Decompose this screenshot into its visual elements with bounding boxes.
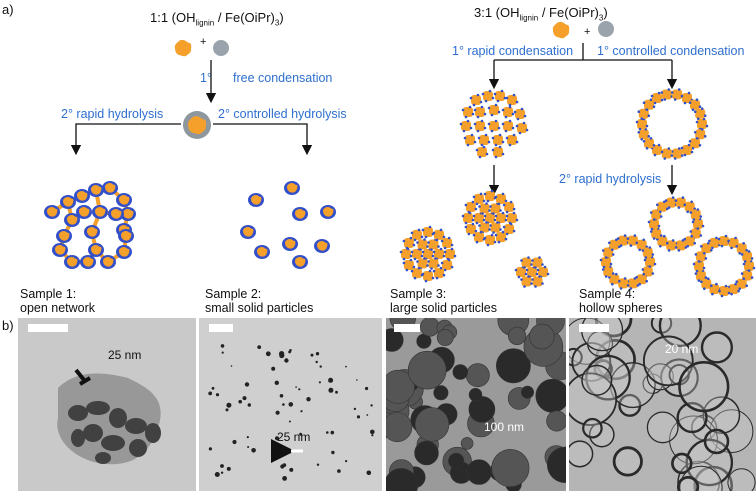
scale-bar (579, 324, 609, 332)
right-step2-rapid: 2° rapid hydrolysis (559, 172, 662, 186)
sample-2-caption: Sample 2:small solid particles (205, 287, 314, 315)
right-step1-controlled: 1° controlled condensation (597, 44, 745, 58)
scale-bar (28, 324, 68, 332)
iron-precursor-icon (213, 40, 229, 56)
scale-bar (394, 324, 420, 332)
lignin-blob-icon (174, 40, 192, 57)
sample-3-caption: Sample 3:large solid particles (390, 287, 497, 315)
scheme-drawing (44, 21, 756, 298)
panel-label-b: b) (2, 318, 14, 333)
iron-precursor-icon-right (598, 21, 614, 37)
right-step1-rapid: 1° rapid condensation (452, 44, 574, 58)
shell-subunit (660, 147, 674, 160)
left-plus: + (200, 36, 207, 48)
hollow-spheres-drawing (599, 196, 756, 298)
tem-label-4: 20 nm (665, 342, 699, 356)
left-step1-num: 1° (200, 71, 212, 85)
left-step1-label: free condensation (233, 71, 333, 85)
small-particles-drawing (240, 181, 336, 269)
right-ratio-label: 3:1 (OHlignin / Fe(OiPr)3) (474, 5, 608, 23)
right-plus: + (584, 26, 591, 38)
sample-4-caption: Sample 4:hollow spheres (579, 287, 663, 315)
open-network-nodes (44, 181, 136, 269)
tem-image-sample-3: 100 nm (386, 318, 566, 491)
large-solid-particles-drawing (399, 189, 550, 288)
left-step2-rapid: 2° rapid hydrolysis (61, 107, 164, 121)
tem-label-1: 25 nm (108, 348, 142, 362)
lignin-blob-icon-right (552, 22, 570, 39)
sample-1-caption: Sample 1:open network (20, 287, 96, 315)
tem-image-sample-4: 20 nm (569, 318, 756, 491)
left-step2-controlled: 2° controlled hydrolysis (218, 107, 347, 121)
tem-label-3: 100 nm (484, 420, 525, 434)
shell-subunit (670, 88, 684, 101)
tem-image-sample-1: 25 nm (18, 318, 196, 491)
hollow-ring-drawing (635, 88, 709, 160)
scale-bar (209, 324, 233, 332)
tem-image-sample-2: 25 nm (199, 318, 382, 491)
panel-label-a: a) (2, 2, 14, 17)
large-cluster-drawing (459, 89, 529, 159)
left-ratio-label: 1:1 (OHlignin / Fe(OiPr)3) (150, 10, 284, 28)
